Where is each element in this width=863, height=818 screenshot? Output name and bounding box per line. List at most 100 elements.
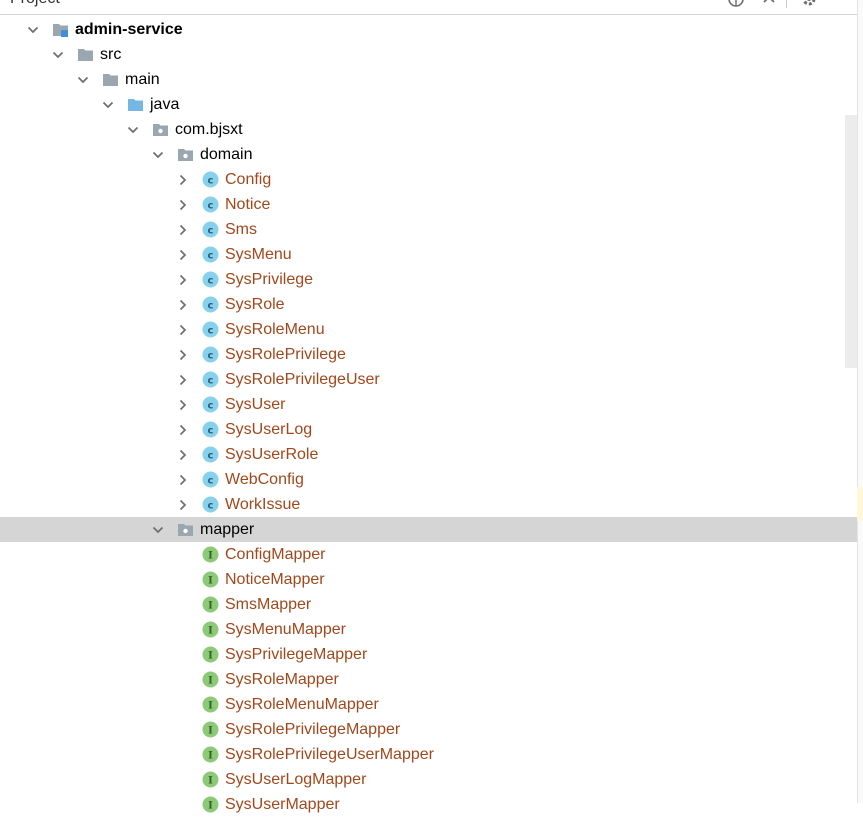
chevron-right-icon[interactable] xyxy=(176,223,190,237)
tree-node[interactable]: com.bjsxt xyxy=(0,117,857,142)
globe-icon[interactable] xyxy=(727,0,745,8)
chevron-right-icon[interactable] xyxy=(176,198,190,212)
tree-node-label: SysPrivilegeMapper xyxy=(225,646,368,663)
svg-text:I: I xyxy=(208,601,213,612)
chevron-right-icon[interactable] xyxy=(176,373,190,387)
chevron-down-icon[interactable] xyxy=(151,523,165,537)
svg-text:c: c xyxy=(208,275,214,286)
chevron-right-icon[interactable] xyxy=(176,473,190,487)
tree-node[interactable]: domain xyxy=(0,142,857,167)
chevron-down-icon[interactable] xyxy=(26,23,40,37)
tree-node[interactable]: c SysPrivilege xyxy=(0,267,857,292)
folder-icon xyxy=(102,71,119,88)
tree-node[interactable]: c SysMenu xyxy=(0,242,857,267)
chevron-right-icon[interactable] xyxy=(176,448,190,462)
chevron-right-icon[interactable] xyxy=(176,348,190,362)
tree-node-label: SysMenuMapper xyxy=(225,621,346,638)
tree-node[interactable]: src xyxy=(0,42,857,67)
tree-node-label: SysRolePrivilege xyxy=(225,346,346,363)
svg-text:I: I xyxy=(208,676,213,687)
tree-node[interactable]: main xyxy=(0,67,857,92)
tree-node-label: SysPrivilege xyxy=(225,271,314,288)
package-icon xyxy=(177,146,194,163)
interface-icon: I xyxy=(202,721,219,738)
tree-node-label: SysRolePrivilegeUser xyxy=(225,371,380,388)
tree-node[interactable]: I SysRolePrivilegeMapper xyxy=(0,717,857,742)
chevron-right-icon[interactable] xyxy=(176,323,190,337)
tree-node-label: com.bjsxt xyxy=(175,121,243,138)
interface-icon: I xyxy=(202,771,219,788)
chevron-down-icon[interactable]: ▾ xyxy=(72,0,77,3)
chevron-down-icon[interactable] xyxy=(76,73,90,87)
tree-node-label: SysRolePrivilegeUserMapper xyxy=(225,746,434,763)
class-icon: c xyxy=(202,346,219,363)
collapse-icon[interactable] xyxy=(760,0,778,8)
chevron-right-icon[interactable] xyxy=(176,298,190,312)
tree-node-label: SysRolePrivilegeMapper xyxy=(225,721,401,738)
svg-text:c: c xyxy=(208,450,214,461)
svg-text:c: c xyxy=(208,425,214,436)
tree-node-label: src xyxy=(100,46,122,63)
header-separator xyxy=(786,0,787,8)
tree-node-label: domain xyxy=(200,146,253,163)
tree-node[interactable]: I NoticeMapper xyxy=(0,567,857,592)
chevron-right-icon[interactable] xyxy=(176,423,190,437)
chevron-down-icon[interactable] xyxy=(126,123,140,137)
chevron-down-icon[interactable] xyxy=(151,148,165,162)
tree-node[interactable]: c SysRolePrivilege xyxy=(0,342,857,367)
chevron-right-icon[interactable] xyxy=(176,248,190,262)
tree-node[interactable]: java xyxy=(0,92,857,117)
tool-window-header: Project ▾ xyxy=(0,0,863,15)
tree-node-label: ConfigMapper xyxy=(225,546,326,563)
svg-text:c: c xyxy=(208,200,214,211)
svg-text:c: c xyxy=(208,350,214,361)
interface-icon: I xyxy=(202,596,219,613)
svg-text:I: I xyxy=(208,801,213,812)
chevron-right-icon[interactable] xyxy=(176,273,190,287)
class-icon: c xyxy=(202,296,219,313)
right-tool-tab[interactable] xyxy=(857,487,863,521)
tree-node[interactable]: c WorkIssue xyxy=(0,492,857,517)
tree-node[interactable]: admin-service xyxy=(0,17,857,42)
class-icon: c xyxy=(202,271,219,288)
chevron-right-icon[interactable] xyxy=(176,398,190,412)
tree-node-label: SysRoleMenuMapper xyxy=(225,696,379,713)
svg-text:c: c xyxy=(208,300,214,311)
tree-node[interactable]: I SysMenuMapper xyxy=(0,617,857,642)
svg-text:c: c xyxy=(208,500,214,511)
tree-node[interactable]: I SysRoleMenuMapper xyxy=(0,692,857,717)
chevron-down-icon[interactable] xyxy=(101,98,115,112)
class-icon: c xyxy=(202,246,219,263)
tree-node-label: NoticeMapper xyxy=(225,571,325,588)
tree-node[interactable]: mapper xyxy=(0,517,857,542)
chevron-right-icon[interactable] xyxy=(176,173,190,187)
tree-node-label: WorkIssue xyxy=(225,496,301,513)
tool-window-title[interactable]: Project xyxy=(10,0,60,8)
interface-icon: I xyxy=(202,621,219,638)
interface-icon: I xyxy=(202,571,219,588)
vertical-scrollbar[interactable] xyxy=(845,115,857,368)
gear-icon[interactable] xyxy=(800,0,818,8)
chevron-right-icon[interactable] xyxy=(176,498,190,512)
tree-node-label: SysMenu xyxy=(225,246,292,263)
chevron-down-icon[interactable] xyxy=(51,48,65,62)
svg-text:I: I xyxy=(208,701,213,712)
